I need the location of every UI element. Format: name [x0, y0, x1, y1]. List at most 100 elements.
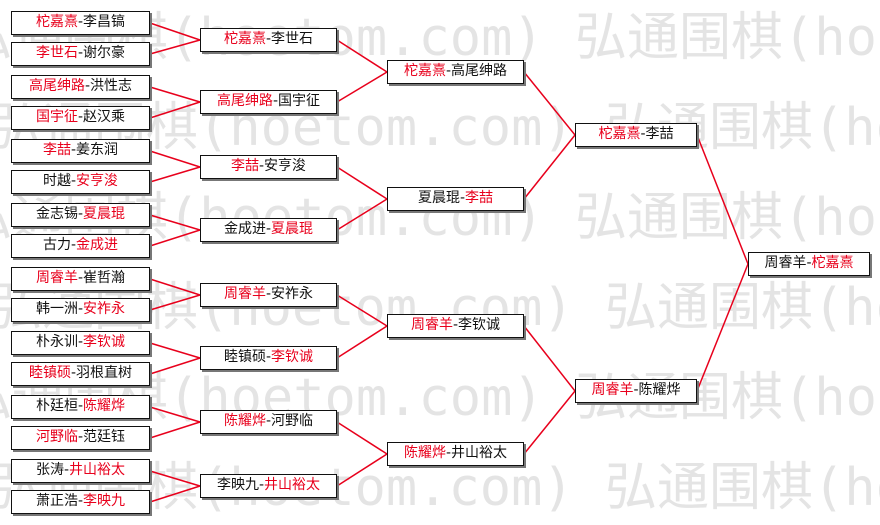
round-1-match-box: 朴永训-李钦诚: [11, 331, 150, 355]
separator: -: [640, 126, 646, 142]
winner-name: 李喆: [465, 190, 494, 206]
winner-name: 安亨浚: [76, 173, 119, 189]
round-1-match-box: 河野临-范廷钰: [11, 426, 150, 450]
winner-name: 周睿羊: [223, 286, 266, 302]
connector-line: [336, 294, 388, 327]
connector-line: [149, 342, 201, 359]
separator: -: [77, 14, 84, 30]
winner-name: 柁嘉熹: [598, 126, 641, 142]
winner-name: 夏晨琨: [83, 206, 126, 222]
connector-line: [149, 485, 201, 503]
round-1-match-box: 金志锡-夏晨琨: [11, 203, 150, 227]
winner-name: 夏晨琨: [271, 221, 314, 237]
loser-name: 夏晨琨: [417, 190, 460, 206]
connector-line: [149, 294, 201, 311]
winner-name: 金成进: [76, 237, 119, 253]
connector-line: [149, 86, 201, 103]
separator: -: [84, 78, 91, 94]
connector-line: [696, 134, 749, 265]
round-3-match-box: 周睿羊-李钦诚: [387, 314, 524, 338]
winner-name: 周睿羊: [591, 382, 634, 398]
winner-name: 陈耀烨: [223, 413, 266, 429]
separator: -: [265, 286, 272, 302]
round-3-match-box: 夏晨琨-李喆: [387, 187, 524, 211]
loser-name: 洪性志: [90, 78, 133, 94]
round-2-match-box: 陈耀烨-河野临: [200, 410, 337, 434]
winner-name: 井山裕太: [69, 462, 126, 478]
loser-name: 安祚永: [271, 286, 314, 302]
loser-name: 范廷钰: [83, 429, 126, 445]
loser-name: 李世石: [271, 31, 314, 47]
separator: -: [77, 301, 84, 317]
winner-name: 陈耀烨: [83, 398, 126, 414]
round-2-match-box: 高尾绅路-国宇征: [200, 90, 337, 114]
winner-name: 柁嘉熹: [403, 63, 446, 79]
separator: -: [63, 462, 70, 478]
loser-name: 周睿羊: [764, 255, 807, 271]
connector-line: [336, 71, 388, 103]
loser-name: 金志锡: [35, 206, 78, 222]
separator: -: [77, 493, 84, 509]
connector-line: [696, 263, 749, 392]
separator: -: [70, 365, 77, 381]
loser-name: 时越: [42, 173, 71, 189]
round-4-match-box: 柁嘉熹-李喆: [575, 123, 697, 147]
connector-line: [149, 278, 201, 296]
loser-name: 李昌镐: [83, 14, 126, 30]
connector-line: [336, 421, 388, 455]
round-1-match-box: 柁嘉熹-李昌镐: [11, 11, 150, 35]
winner-name: 高尾绅路: [216, 93, 273, 109]
winner-name: 柁嘉熹: [811, 255, 854, 271]
round-2-match-box: 睦镇硕-李钦诚: [200, 346, 337, 370]
loser-name: 陈耀烨: [638, 382, 681, 398]
separator: -: [452, 317, 459, 333]
round-1-match-box: 萧正浩-李映九: [11, 490, 150, 514]
connector-line: [149, 229, 201, 247]
round-2-match-box: 李喆-安亨浚: [200, 155, 337, 179]
connector-line: [149, 421, 201, 439]
separator: -: [77, 334, 84, 350]
round-2-match-box: 柁嘉熹-李世石: [200, 28, 337, 52]
winner-name: 李映九: [83, 493, 126, 509]
separator: -: [70, 237, 77, 253]
loser-name: 赵汉乘: [83, 109, 126, 125]
round-1-match-box: 时越-安亨浚: [11, 170, 150, 194]
loser-name: 朴廷桓: [35, 398, 78, 414]
loser-name: 朴永训: [35, 334, 78, 350]
separator: -: [77, 45, 84, 61]
winner-name: 国宇征: [35, 109, 78, 125]
loser-name: 李喆: [645, 126, 674, 142]
connector-line: [336, 166, 388, 200]
separator: -: [459, 190, 466, 206]
separator: -: [265, 31, 272, 47]
separator: -: [272, 93, 279, 109]
separator: -: [70, 173, 77, 189]
loser-name: 安亨浚: [264, 158, 307, 174]
round-1-match-box: 张涛-井山裕太: [11, 459, 150, 483]
separator: -: [633, 382, 639, 398]
round-3-match-box: 陈耀烨-井山裕太: [387, 442, 524, 466]
winner-name: 柁嘉熹: [35, 14, 78, 30]
separator: -: [265, 349, 272, 365]
winner-name: 李世石: [35, 45, 78, 61]
connector-line: [149, 22, 201, 41]
connector-line: [149, 101, 201, 119]
connector-line: [149, 150, 201, 168]
separator: -: [265, 413, 272, 429]
round-1-match-box: 韩一洲-安祚永: [11, 298, 150, 322]
separator: -: [70, 142, 77, 158]
connector-line: [336, 325, 388, 359]
separator: -: [77, 270, 84, 286]
winner-name: 周睿羊: [35, 270, 78, 286]
winner-name: 李喆: [42, 142, 71, 158]
round-3-match-box: 柁嘉熹-高尾绅路: [387, 60, 524, 84]
round-1-match-box: 古力-金成进: [11, 234, 150, 258]
round-1-match-box: 李喆-姜东润: [11, 139, 150, 163]
separator: -: [77, 206, 84, 222]
loser-name: 姜东润: [76, 142, 119, 158]
separator: -: [265, 221, 272, 237]
winner-name: 高尾绅路: [28, 78, 85, 94]
round-1-match-box: 李世石-谢尔豪: [11, 42, 150, 66]
connector-line: [336, 198, 388, 231]
